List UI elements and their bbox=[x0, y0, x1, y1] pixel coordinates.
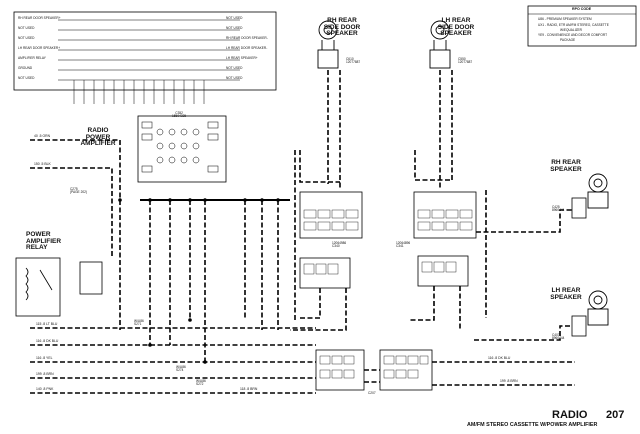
lh-rear-speaker-symbol bbox=[587, 290, 609, 326]
wire-label-top-1: 40 .5 ORN bbox=[34, 134, 51, 138]
page-subtitle: AM/FM STEREO CASSETTE W/POWER AMPLIFIER bbox=[467, 422, 598, 428]
wire-label-bottom-3: 116 .8 YEL bbox=[36, 356, 53, 360]
pin-label-right-4: LH REAR DOOR SPEAKER- bbox=[226, 46, 268, 50]
pin-label-right-7: NOT USED bbox=[226, 76, 243, 80]
c425-label: C425 8960444 bbox=[552, 205, 565, 213]
rh-rear-speaker-symbol bbox=[587, 173, 609, 209]
legend-line-1: U86 - PREMIUM SPEAKER SYSTEM bbox=[538, 17, 592, 21]
legend-box bbox=[527, 5, 637, 47]
rh-door-speaker-symbol bbox=[317, 20, 339, 69]
pin-label-left-7: NOT USED bbox=[18, 76, 35, 80]
c407-body bbox=[571, 315, 587, 337]
c341-label: 12064896 C341 bbox=[396, 241, 411, 249]
lh-rear-speaker-label: LH REAR SPEAKER bbox=[550, 287, 582, 301]
harness-wires bbox=[30, 70, 575, 394]
pin-label-right-6: NOT USED bbox=[226, 66, 243, 70]
splice-s272-label: W/U86 S272 bbox=[196, 379, 206, 387]
pin-table-box bbox=[13, 11, 277, 91]
lh-rear-side-door-speaker-label: LH REAR SIDE DOOR SPEAKER bbox=[437, 17, 475, 37]
wire-label-bottom-6: 118 .8 BRN bbox=[240, 387, 258, 391]
c352-pin-grid bbox=[141, 121, 219, 173]
legend-line-5: PACKAGE bbox=[560, 38, 576, 42]
pin-label-right-5: LH REAR SPEAKER+ bbox=[226, 56, 258, 60]
c352-label: C352 15504335 bbox=[172, 111, 187, 119]
relay-connector bbox=[79, 261, 103, 295]
radio-power-amplifier-label: RADIO POWER AMPLIFIER bbox=[80, 127, 116, 147]
wire-label-bottom-4: 199 .8 BRN bbox=[36, 372, 54, 376]
c207-cells bbox=[319, 355, 429, 379]
pin-label-right-2: NOT USED bbox=[226, 26, 243, 30]
c275-label: C275 (PAGE 202) bbox=[70, 187, 87, 195]
c407-label: C407 8960444 bbox=[552, 333, 565, 341]
legend-line-3: W/EQUALIZER bbox=[560, 28, 582, 32]
relay-switch bbox=[39, 269, 53, 291]
rh-rear-side-door-speaker-label: RH REAR SIDE DOOR SPEAKER bbox=[323, 17, 361, 37]
pin-label-left-3: NOT USED bbox=[18, 36, 35, 40]
c341-harness bbox=[417, 255, 469, 287]
wire-label-bottom-5: 140 .8 PNK bbox=[36, 387, 54, 391]
pin-label-left-2: NOT USED bbox=[18, 26, 35, 30]
c341-body bbox=[413, 191, 477, 239]
c425-body bbox=[571, 197, 587, 219]
c340-body bbox=[299, 191, 363, 239]
wire-label-bottom-1: 115 .8 LT BLU bbox=[36, 322, 58, 326]
c207-label: C207 bbox=[368, 391, 376, 395]
legend-line-2: UX1 - RADIO, ETR AM/FM STEREO, CASSETTE bbox=[538, 23, 609, 27]
pin-label-left-5: AMPLIFIER RELAY bbox=[18, 56, 46, 60]
lh-door-speaker-symbol bbox=[429, 20, 451, 69]
pin-label-left-4: LH REAR DOOR SPEAKER+ bbox=[18, 46, 61, 50]
legend-title: RPO CODE bbox=[572, 7, 592, 11]
c610-label: C610 12077887 bbox=[346, 57, 361, 65]
pin-label-left-6: GROUND bbox=[18, 66, 33, 70]
legend-line-4: YE9 - CONVENIENCE AND DECOR COMFORT bbox=[538, 33, 608, 37]
wire-label-right-2: 199 .8 BRN bbox=[500, 379, 518, 383]
c340-label: 12064986 C340 bbox=[332, 241, 347, 249]
pin-table-leaders bbox=[58, 19, 240, 81]
rh-rear-speaker-label: RH REAR SPEAKER bbox=[550, 159, 582, 173]
splice-s274-label: W/U86 S274 bbox=[176, 365, 186, 373]
wire-label-top-2: 150 .5 BLK bbox=[34, 162, 51, 166]
wire-label-bottom-2: 116 .8 DK BLU bbox=[36, 339, 59, 343]
wire-label-right-1: 116 .8 DK BLU bbox=[488, 356, 511, 360]
relay-coil bbox=[25, 267, 29, 301]
page-number: 207 bbox=[606, 409, 625, 421]
c340-harness bbox=[299, 257, 351, 289]
splice-s271-label: W/U86 S271 bbox=[134, 319, 144, 327]
door-connector-cells bbox=[303, 209, 473, 275]
pin-label-left-1: RH REAR DOOR SPEAKER+ bbox=[18, 16, 61, 20]
pin-label-right-1: NOT USED bbox=[226, 16, 243, 20]
page-section-title: RADIO bbox=[552, 409, 588, 421]
power-amplifier-relay-label: POWER AMPLIFIER RELAY bbox=[26, 231, 62, 251]
splice-dots bbox=[118, 198, 280, 364]
relay-housing bbox=[15, 257, 61, 317]
pin-label-right-3: RH REAR DOOR SPEAKER- bbox=[226, 36, 268, 40]
pin-table-ticks bbox=[73, 80, 205, 104]
c352-connector-outline bbox=[137, 115, 227, 183]
c550-label: C550 12077887 bbox=[458, 57, 473, 65]
